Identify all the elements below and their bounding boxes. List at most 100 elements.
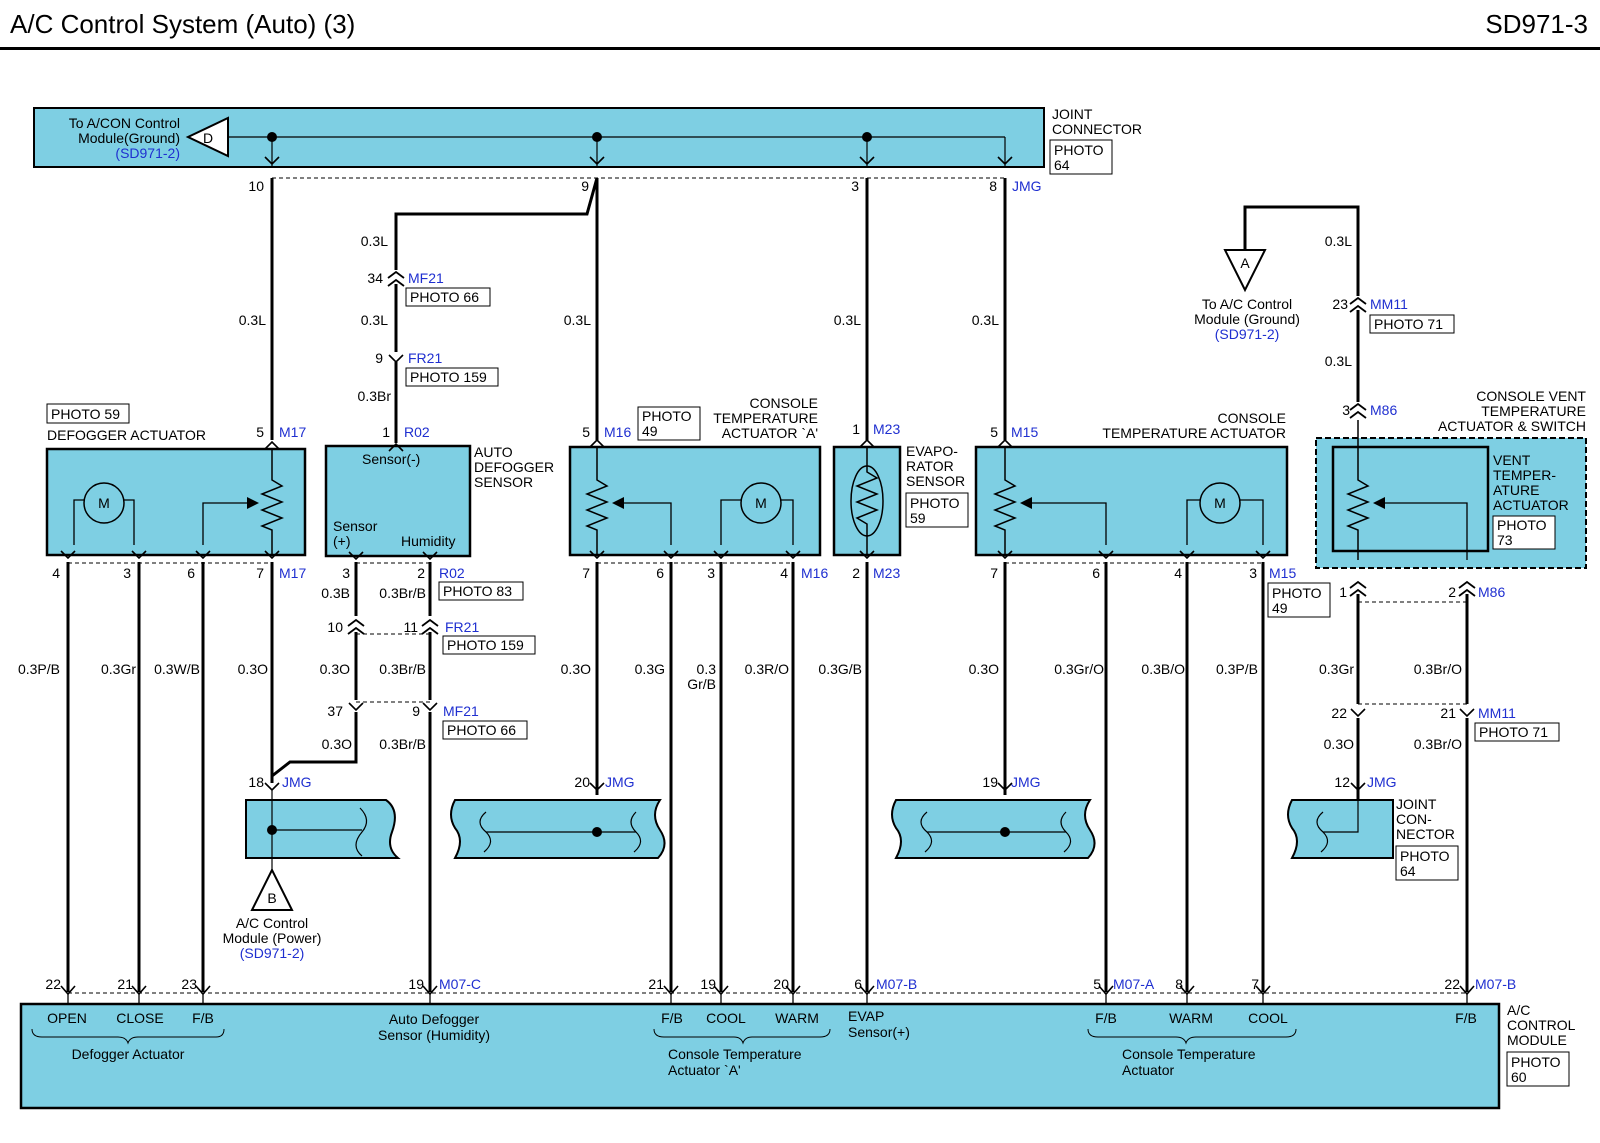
ground-a-symbol [1223, 249, 1267, 293]
potentiometer-icon [1345, 420, 1371, 560]
sensor-plus-label-2: (+) [333, 533, 351, 549]
wire-0-3br-b-1: 0.3Br/B [379, 585, 426, 601]
mm11-photo-top: PHOTO 71 [1374, 316, 1443, 332]
ground-d-ref: (SD971-2) [115, 145, 180, 161]
fr21-connector-top: FR21 [408, 350, 442, 366]
ac-control-module: 22 21 23 19 M07-C 21 19 20 6 M07-B 5 M07… [19, 976, 1576, 1110]
joint-pin-9: 9 [581, 178, 589, 194]
wire-0-3g-b: 0.3G/B [818, 661, 862, 677]
console-a-top-pin: 5 [582, 424, 590, 440]
module-label-warm-1: WARM [775, 1010, 819, 1026]
evap-photo-2: 59 [910, 510, 926, 526]
defogger-pin-4: 4 [52, 565, 60, 581]
console-a-pin-7: 7 [582, 565, 590, 581]
module-group-console-a-1: Console Temperature [668, 1046, 802, 1062]
defogger-connector-bottom: M17 [279, 565, 306, 581]
module-photo-2: 60 [1511, 1069, 1527, 1085]
wire-0-3-grb-a: 0.3 [697, 661, 717, 677]
module-group-console-1: Console Temperature [1122, 1046, 1256, 1062]
vent-outer-name-1: CONSOLE VENT [1476, 388, 1586, 404]
console-connector-bottom: M15 [1269, 565, 1296, 581]
potentiometer-icon [992, 447, 1018, 555]
ground-b-text-2: Module (Power) [223, 930, 322, 946]
module-pin-19b: 19 [700, 976, 716, 992]
defogger-pin-3: 3 [123, 565, 131, 581]
motor-icon [83, 482, 125, 524]
vent-joint-photo-1: PHOTO [1400, 848, 1450, 864]
ground-b-label: B [267, 890, 276, 906]
module-pin-6: 6 [854, 976, 862, 992]
module-label-cool-1: COOL [706, 1010, 746, 1026]
wire-0-3br-o-1: 0.3Br/O [1414, 661, 1462, 677]
console-temp-actuator: 0.3L CONSOLE TEMPERATURE ACTUATOR 5 M15 … [891, 312, 1331, 859]
joint-connector-jmg: JMG [1012, 178, 1042, 194]
potentiometer-icon [584, 447, 610, 555]
console-pin-7: 7 [990, 565, 998, 581]
ground-a-ref: (SD971-2) [1215, 326, 1280, 342]
console-temp-actuator-a: 0.3L PHOTO 49 CONSOLE TEMPERATURE ACTUAT… [450, 312, 828, 859]
vent-top-pin: 3 [1342, 402, 1350, 418]
wire-0-3b: 0.3B [321, 585, 350, 601]
page-title: A/C Control System (Auto) (3) [10, 9, 356, 39]
joint-jmg-left: JMG [282, 774, 312, 790]
sensor-name-2: DEFOGGER [474, 459, 554, 475]
vent-joint-name-3: NECTOR [1396, 826, 1455, 842]
defogger-actuator-name: DEFOGGER ACTUATOR [47, 427, 206, 443]
wire-0-3b-o: 0.3B/O [1141, 661, 1185, 677]
joint-jmg-console: JMG [1011, 774, 1041, 790]
sensor-photo-83: PHOTO 83 [443, 583, 512, 599]
module-group-console-2: Actuator [1122, 1062, 1174, 1078]
joint-connector-name-2: CONNECTOR [1052, 121, 1142, 137]
defogger-top-pin: 5 [256, 424, 264, 440]
vent-outer-name-2: TEMPERATURE [1481, 403, 1586, 419]
mm11-photo-bottom: PHOTO 71 [1479, 724, 1548, 740]
ground-d-symbol [185, 116, 229, 158]
module-pin-22b: 22 [1444, 976, 1460, 992]
motor-label: M [755, 495, 767, 511]
wire-0-3p-b: 0.3P/B [18, 661, 60, 677]
ground-d-text-1: To A/CON Control [69, 115, 180, 131]
vent-photo-1: PHOTO [1497, 517, 1547, 533]
wire-0-3l-vent-b: 0.3L [1325, 353, 1352, 369]
ground-a-label: A [1240, 255, 1250, 271]
evap-pin-2: 2 [852, 565, 860, 581]
fr21-connector-bottom: FR21 [445, 619, 479, 635]
defogger-connector-top: M17 [279, 424, 306, 440]
vent-connector-top: M86 [1370, 402, 1397, 418]
module-pin-7: 7 [1251, 976, 1259, 992]
module-evap-2: Sensor(+) [848, 1024, 910, 1040]
console-a-name-1: CONSOLE [750, 395, 818, 411]
evap-connector-top: M23 [873, 421, 900, 437]
wire-0-3br-b-3: 0.3Br/B [379, 736, 426, 752]
module-connector-m07a: M07-A [1113, 976, 1155, 992]
joint-pin-18: 18 [248, 774, 264, 790]
vent-joint-name-2: CON- [1396, 811, 1432, 827]
module-photo-1: PHOTO [1511, 1054, 1561, 1070]
wire-0-3o-sensor-b: 0.3O [322, 736, 352, 752]
evap-top-pin: 1 [852, 421, 860, 437]
sensor-plus-label-1: Sensor [333, 518, 378, 534]
wire-0-3l-evap: 0.3L [834, 312, 861, 328]
joint-pin-19: 19 [982, 774, 998, 790]
fr21-photo-top: PHOTO 159 [410, 369, 487, 385]
sensor-name-3: SENSOR [474, 474, 533, 490]
sensor-pin-2: 2 [417, 565, 425, 581]
top-joint-connector: D To A/CON Control Module(Ground) (SD971… [33, 106, 1142, 194]
evap-name-2: RATOR [906, 458, 954, 474]
console-a-photo-2: 49 [642, 423, 658, 439]
console-pin-3: 3 [1249, 565, 1257, 581]
mm11-pin-23: 23 [1332, 296, 1348, 312]
vent-inner-name-2: TEMPER- [1493, 467, 1556, 483]
vent-inner-name-3: ATURE [1493, 482, 1539, 498]
wire-0-3br-sensor: 0.3Br [358, 388, 392, 404]
fr21-pin-10: 10 [327, 619, 343, 635]
sensor-connector-bottom: R02 [439, 565, 465, 581]
joint-jmg-a: JMG [605, 774, 635, 790]
console-top-pin: 5 [990, 424, 998, 440]
wire-0-3l-vent-a: 0.3L [1325, 233, 1352, 249]
module-connector-m07b-b: M07-B [1475, 976, 1516, 992]
mf21-connector-bottom: MF21 [443, 703, 479, 719]
module-group-defogger: Defogger Actuator [72, 1046, 185, 1062]
joint-photo-2: 64 [1054, 157, 1070, 173]
module-auto-defog-1: Auto Defogger [389, 1011, 480, 1027]
